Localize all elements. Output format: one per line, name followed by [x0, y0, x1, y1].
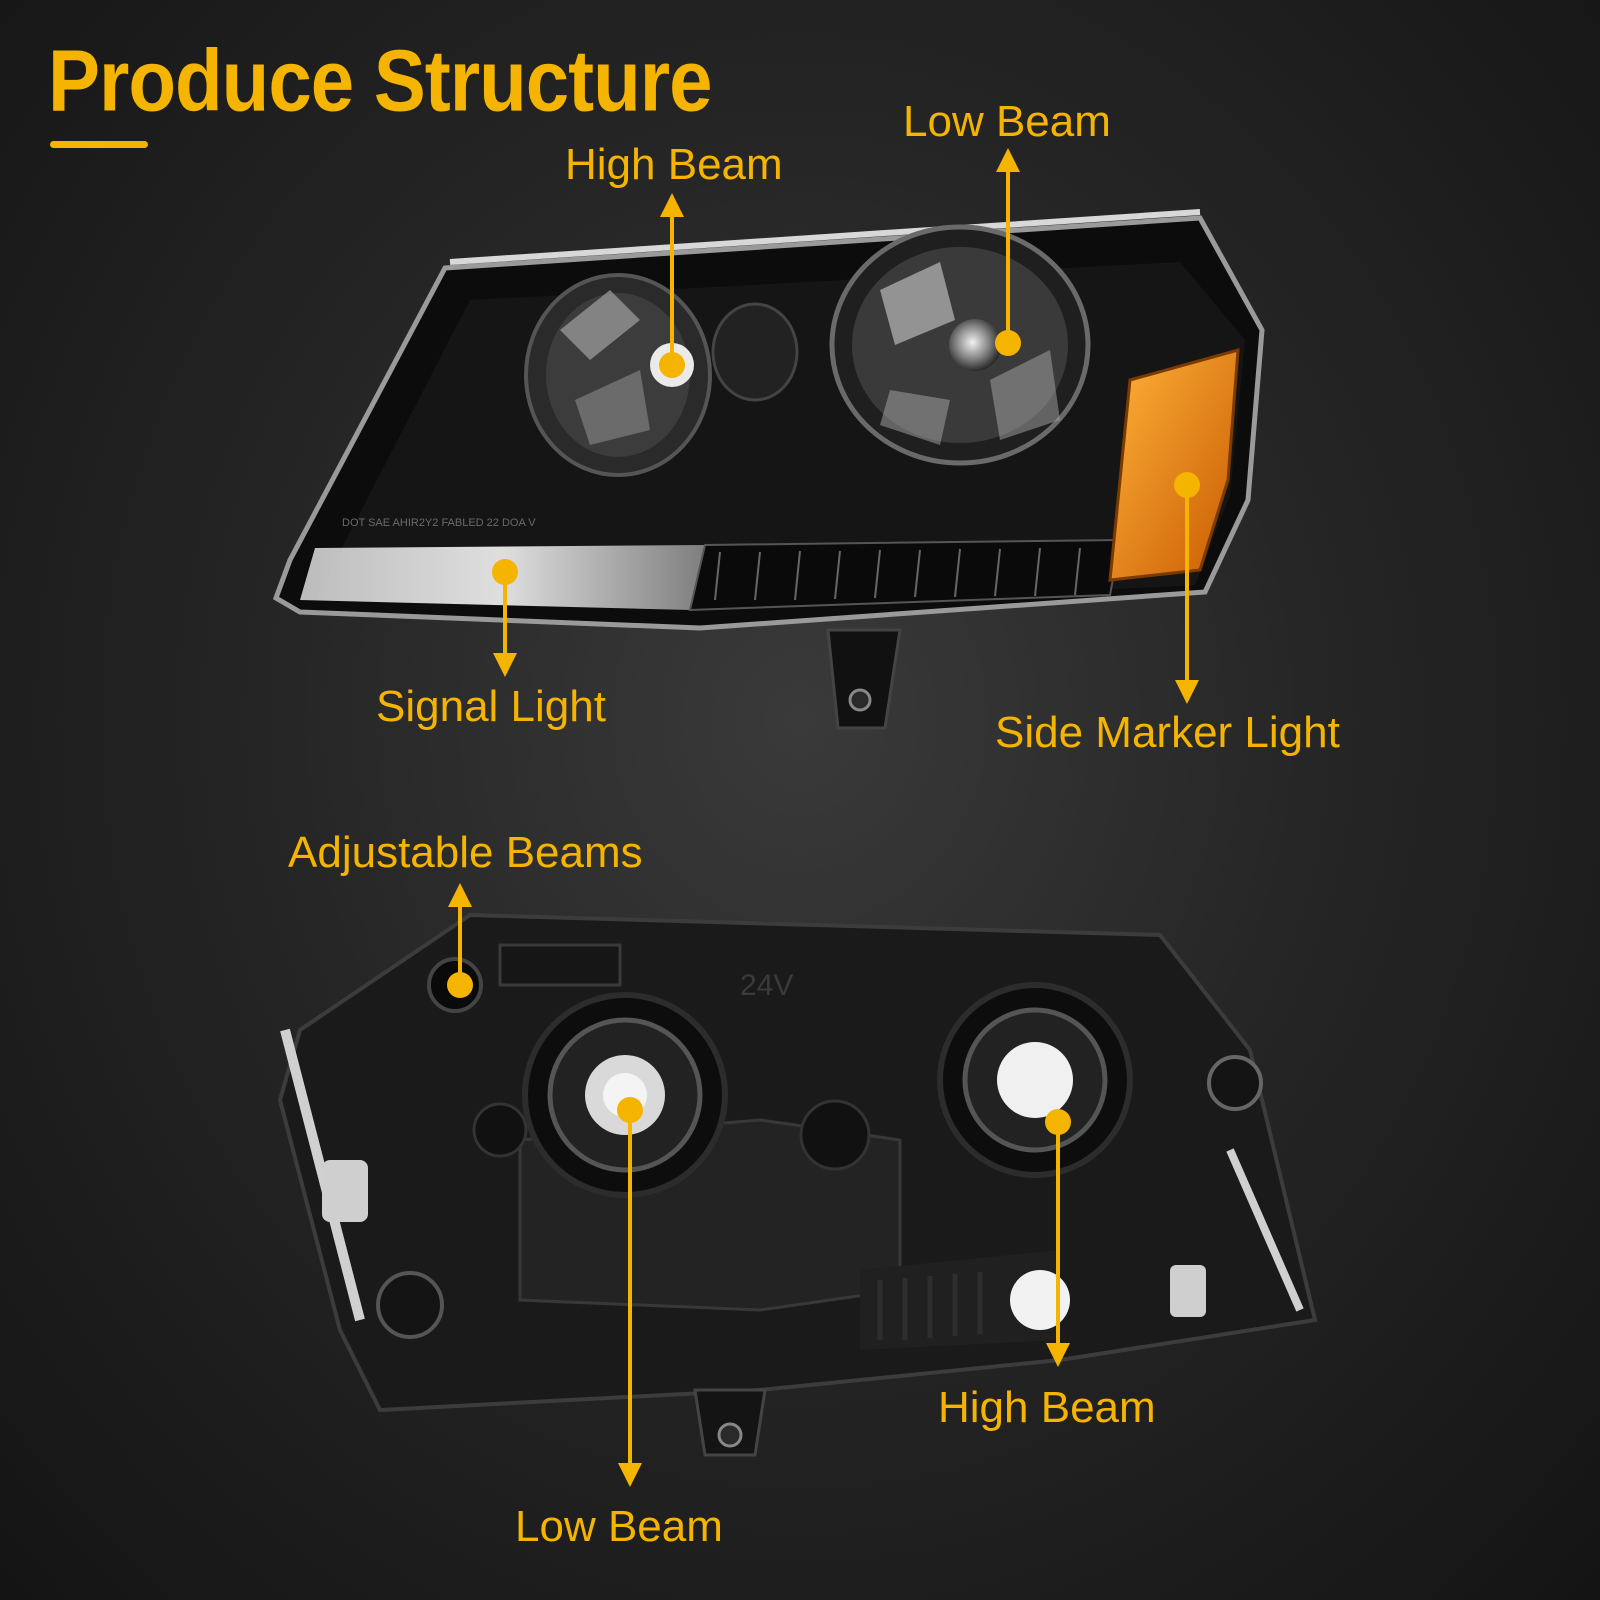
title-underline [50, 141, 148, 148]
label-rear-low-beam: Low Beam [515, 1502, 723, 1551]
front-side-marker-lens [1108, 347, 1240, 582]
front-headlight: DOT SAE AHIR2Y2 FABLED 22 DOA V [272, 209, 1265, 730]
page-title: Produce Structure [48, 31, 712, 130]
rear-high-beam-socket [937, 982, 1133, 1178]
callout-arrows [447, 148, 1200, 1487]
housing-text: 24V [740, 969, 793, 1002]
label-signal-light: Signal Light [376, 682, 606, 731]
rear-low-beam-socket [522, 992, 728, 1198]
front-low-beam-reflector [829, 224, 1091, 466]
front-high-beam-reflector [524, 273, 712, 477]
rear-headlight: 24V [277, 912, 1318, 1457]
label-front-high-beam: High Beam [565, 140, 783, 189]
label-rear-high-beam: High Beam [938, 1383, 1156, 1432]
label-front-low-beam: Low Beam [903, 97, 1111, 146]
label-side-marker-light: Side Marker Light [995, 708, 1340, 757]
lens-text: DOT SAE AHIR2Y2 FABLED 22 DOA V [342, 517, 536, 529]
label-adjustable-beams: Adjustable Beams [288, 828, 643, 877]
